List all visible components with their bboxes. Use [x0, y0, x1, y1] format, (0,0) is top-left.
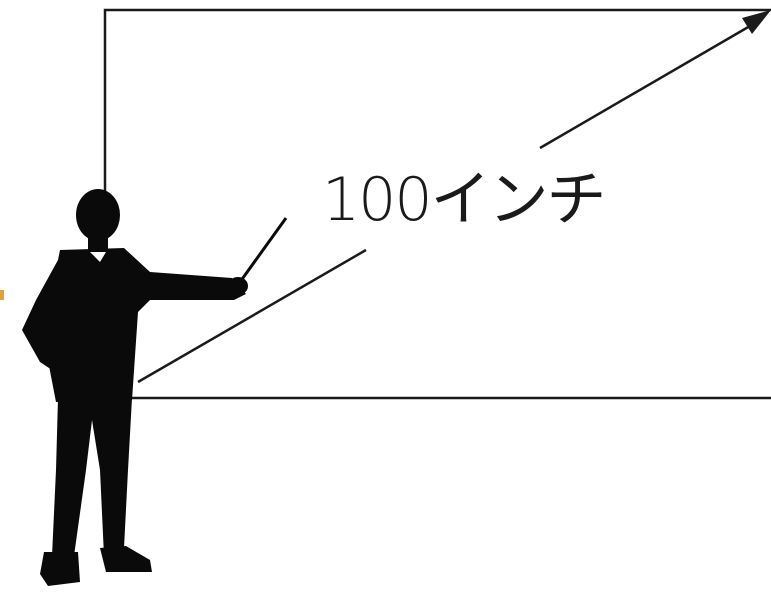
- diagonal-size-label: 100インチ: [322, 160, 642, 240]
- presenter-silhouette-icon: [22, 189, 248, 586]
- arrow-head-icon: [742, 10, 771, 34]
- edge-accent-mark: [0, 290, 4, 300]
- diagonal-line-upper: [539, 24, 751, 150]
- diagonal-line-lower: [137, 248, 367, 384]
- pointer-stick: [238, 217, 288, 283]
